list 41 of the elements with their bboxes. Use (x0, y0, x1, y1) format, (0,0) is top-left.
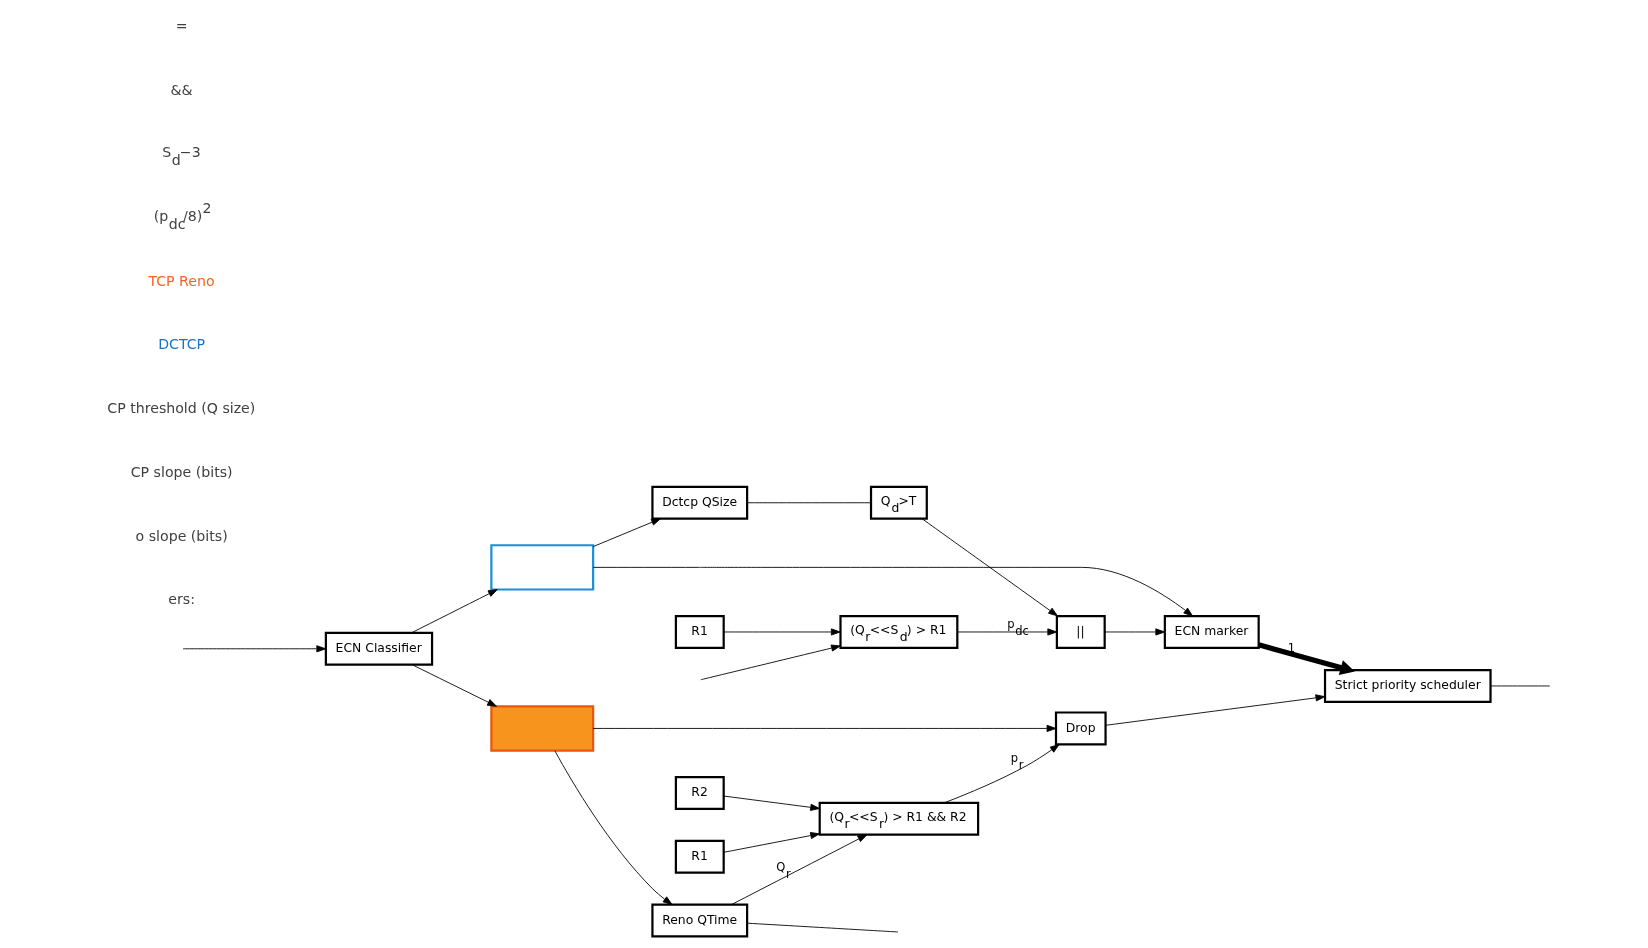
node-box: Reno QTime (651, 903, 749, 938)
node-box: || (1055, 614, 1106, 649)
node-box: ECN marker (1163, 614, 1260, 649)
arrow (723, 795, 821, 811)
arrow (554, 750, 673, 905)
arrow (412, 664, 497, 707)
label: ers: (168, 591, 195, 608)
node-box (490, 705, 595, 752)
arrow (1257, 642, 1355, 675)
arrow (411, 589, 498, 634)
connector (746, 922, 899, 933)
arrow (921, 518, 1058, 617)
node-box: Strict priority scheduler (1323, 668, 1492, 703)
label: CP threshold (Q size) (107, 400, 256, 417)
node-box: Drop (1054, 711, 1107, 746)
label: = (175, 17, 188, 34)
label: TCP Reno (148, 272, 215, 289)
arrow (592, 566, 1194, 617)
node-box: ECN Classifier (324, 631, 434, 666)
arrow (723, 628, 841, 636)
label: o slope (bits) (135, 527, 228, 544)
node-box: R1 (674, 614, 725, 649)
arrow (723, 832, 821, 853)
node-box: R1 (674, 839, 725, 874)
arrow (592, 724, 1057, 732)
node-box: Dctcp QSize (651, 485, 749, 520)
arrow (1105, 694, 1326, 726)
label: CP slope (bits) (130, 463, 233, 480)
arrow (1104, 628, 1166, 636)
arrow (700, 644, 841, 681)
connector (1490, 685, 1551, 687)
arrow (182, 645, 327, 653)
connector (746, 502, 872, 504)
arrow (731, 834, 868, 905)
arrow (957, 628, 1058, 636)
node-box: R2 (674, 776, 725, 811)
node-box (490, 544, 595, 591)
arrow (943, 744, 1060, 804)
label: DCTCP (158, 336, 206, 353)
arrow (592, 518, 661, 547)
label: && (170, 81, 193, 98)
